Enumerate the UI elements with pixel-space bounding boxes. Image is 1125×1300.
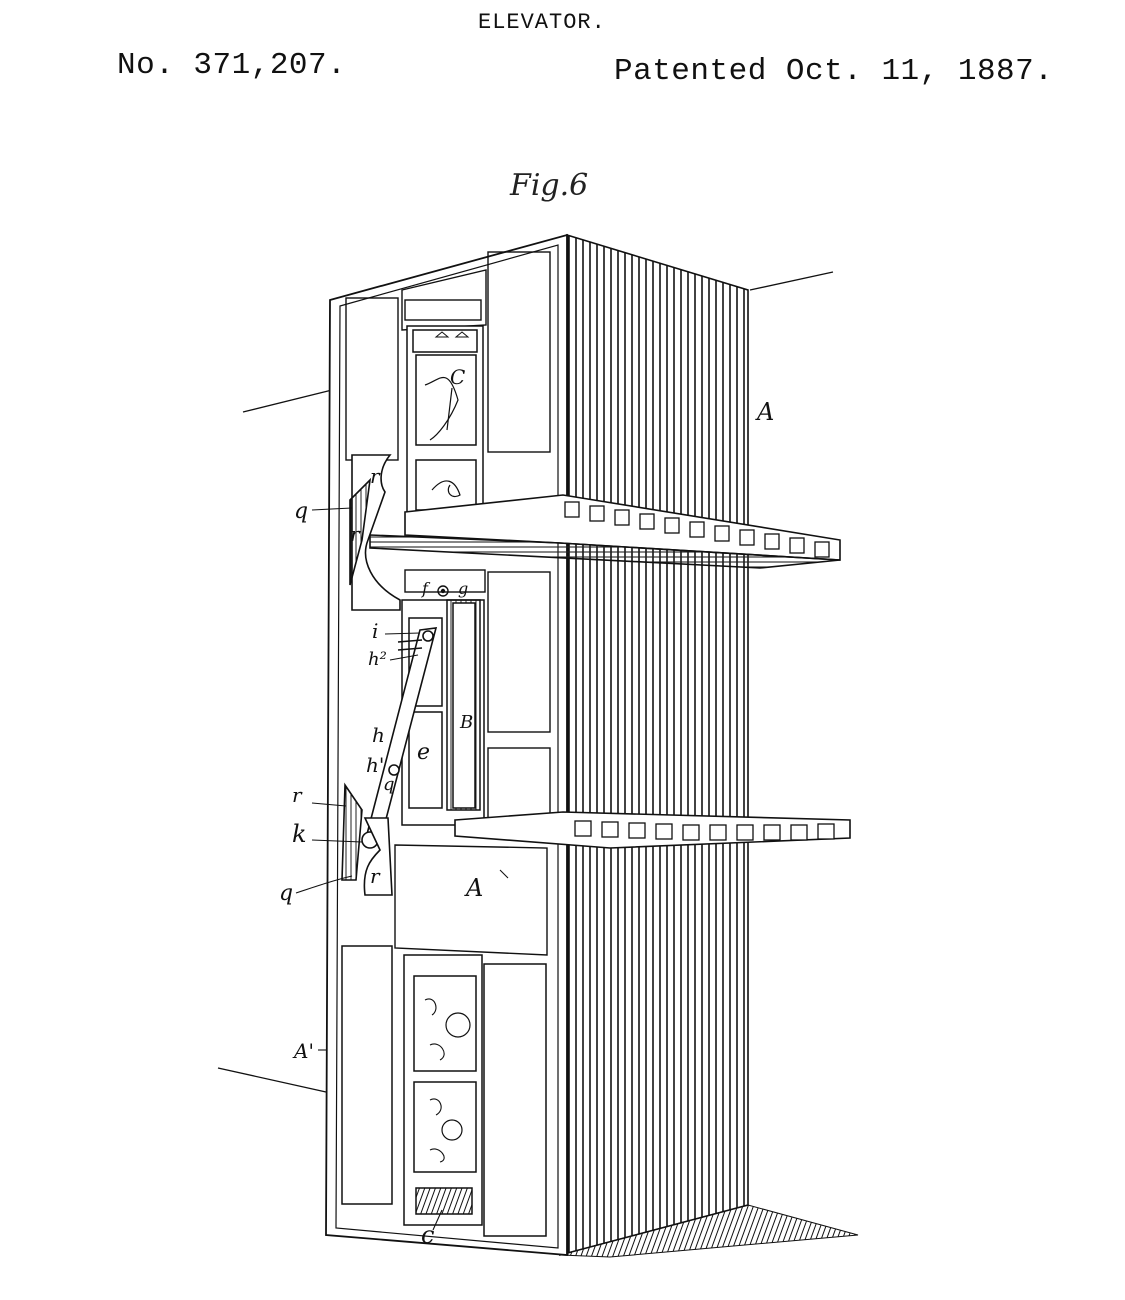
lower-landing-platform xyxy=(454,811,851,849)
reference-letters: A A A' B C c e f g h h' h² i k q q q r r… xyxy=(279,365,774,1249)
ref-q-upper: q xyxy=(294,499,308,524)
upper-elevator-car xyxy=(406,325,484,517)
ref-e: e xyxy=(417,740,430,765)
ref-c-lower: c xyxy=(421,1221,434,1249)
ref-h: h xyxy=(372,723,385,747)
bottom-floor-paneling xyxy=(341,945,547,1237)
patent-date: Patented Oct. 11, 1887. xyxy=(614,54,1054,89)
ref-A-upper: A xyxy=(755,398,774,426)
ref-i: i xyxy=(372,619,378,643)
ref-g: g xyxy=(458,579,468,598)
perspective-guide-lines xyxy=(217,271,834,1093)
leader-lines xyxy=(295,507,509,1231)
ref-C-upper: C xyxy=(450,365,465,389)
ref-r-lower: r xyxy=(370,864,381,888)
ref-A-middle: A xyxy=(464,874,483,902)
ref-k: k xyxy=(292,820,307,848)
base-shadow xyxy=(559,1204,859,1258)
ref-r-lower-left: r xyxy=(292,783,303,807)
ref-q-middle: q xyxy=(383,774,395,795)
ref-B: B xyxy=(459,712,473,733)
ref-A-prime: A' xyxy=(292,1039,314,1063)
ref-h2: h² xyxy=(368,649,387,670)
patent-number: No. 371,207. xyxy=(117,48,347,83)
ref-f: f xyxy=(421,579,431,598)
figure-label: Fig.6 xyxy=(510,168,589,203)
ref-r-upper1: r xyxy=(370,464,381,488)
shaft-side-wall xyxy=(559,233,749,1257)
ref-q-lower: q xyxy=(279,881,293,906)
ref-h-prime: h' xyxy=(366,753,384,777)
lower-cam-plate xyxy=(341,782,393,896)
patent-title: ELEVATOR. xyxy=(478,10,606,35)
ref-r-upper2: r xyxy=(350,522,361,546)
middle-elevator-car xyxy=(401,599,485,826)
upper-landing-platform xyxy=(369,494,841,569)
upper-cam-plate xyxy=(349,454,401,611)
lower-wall-panel xyxy=(394,844,548,956)
